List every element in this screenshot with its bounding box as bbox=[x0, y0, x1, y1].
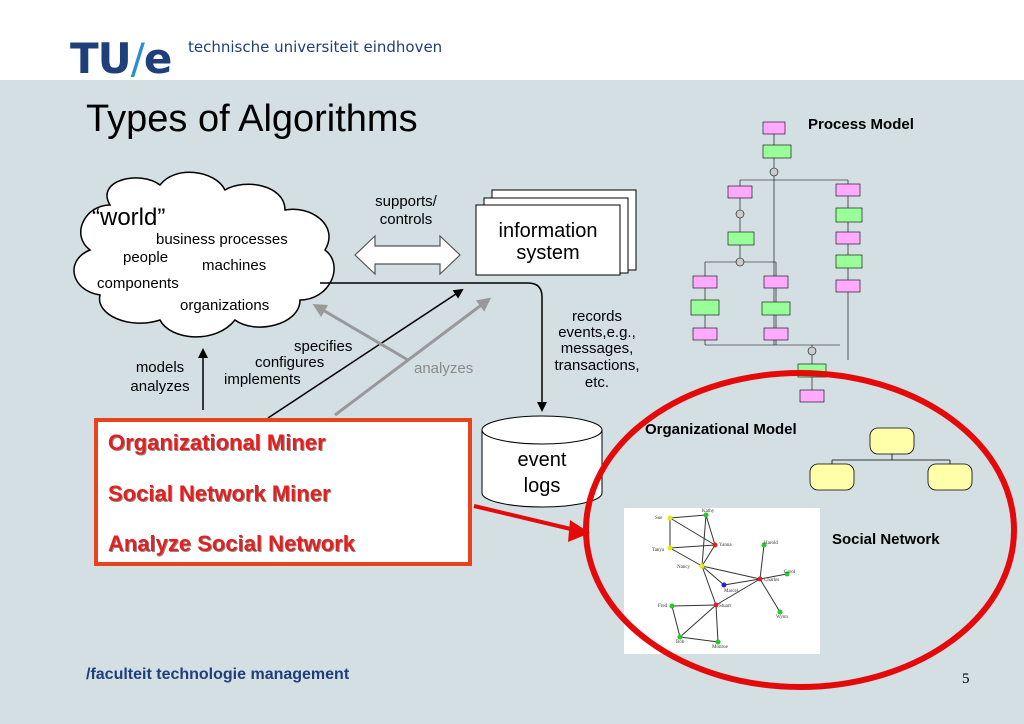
analyze-social-network-label: Analyze Social Network bbox=[108, 531, 355, 556]
tue-logo: TU/e bbox=[70, 34, 172, 83]
information-system-box bbox=[475, 204, 621, 276]
sn-label: Bob bbox=[676, 640, 685, 645]
models-label: models bbox=[135, 359, 185, 376]
records-label: transactions, bbox=[554, 357, 640, 374]
supports-double-arrow bbox=[354, 234, 461, 276]
sn-label: Carol bbox=[784, 570, 796, 575]
highlight-ellipse bbox=[583, 370, 1017, 690]
social-network-label: Social Network bbox=[832, 531, 940, 548]
info-system-label: system bbox=[516, 242, 580, 264]
records-label: records bbox=[571, 308, 623, 325]
sn-label: Kathy bbox=[702, 509, 715, 514]
sn-label: Nancy bbox=[677, 565, 691, 570]
specifies-label: specifies bbox=[294, 338, 353, 355]
analyzes-arrow-1 bbox=[312, 303, 409, 362]
analyzes-grey-label: analyzes bbox=[414, 360, 474, 377]
page-number: 5 bbox=[962, 671, 970, 687]
controls-label: controls bbox=[379, 211, 433, 228]
world-item: organizations bbox=[180, 297, 270, 314]
supports-label: supports/ bbox=[375, 193, 437, 210]
process-model-diagram bbox=[690, 121, 863, 403]
sn-label: Harold bbox=[764, 541, 778, 546]
world-item: components bbox=[97, 275, 179, 292]
sn-label: Tanya bbox=[652, 548, 665, 553]
sn-label: Marcel bbox=[724, 589, 739, 594]
world-item: people bbox=[123, 249, 169, 266]
sn-label: Charles bbox=[764, 578, 779, 583]
social-network-miner-label: Social Network Miner bbox=[108, 481, 331, 506]
event-logs-label: logs bbox=[523, 475, 561, 497]
university-name: technische universiteit eindhoven bbox=[188, 38, 443, 56]
records-arrow bbox=[320, 282, 547, 412]
sn-label: Sue bbox=[655, 516, 663, 521]
social-network-diagram: Sue Kathy Tanya Yanna Nancy Harold Marce… bbox=[624, 508, 820, 654]
world-title: “world” bbox=[92, 204, 166, 231]
miner-to-network-arrow bbox=[473, 504, 576, 532]
sn-label: Stuart bbox=[719, 604, 732, 609]
sn-label: Wynn bbox=[776, 615, 788, 620]
specifies-arrow bbox=[267, 288, 464, 419]
records-label: messages, bbox=[560, 340, 634, 357]
configures-label: configures bbox=[255, 354, 325, 371]
organizational-miner-label: Organizational Miner bbox=[108, 430, 326, 455]
info-system-label: information bbox=[498, 220, 598, 242]
implements-label: implements bbox=[224, 371, 301, 388]
footer-faculty: /faculteit technologie management bbox=[86, 666, 350, 683]
slide-title: Types of Algorithms bbox=[86, 98, 418, 140]
header-bar: TU/e technische universiteit eindhoven bbox=[0, 0, 1024, 83]
org-model-diagram bbox=[809, 427, 973, 491]
sn-label: Monroe bbox=[712, 645, 729, 650]
records-label: events,e.g., bbox=[558, 324, 636, 341]
process-model-label: Process Model bbox=[808, 116, 914, 133]
event-logs-label: event bbox=[517, 449, 567, 471]
event-logs-cylinder bbox=[481, 415, 603, 508]
sn-label: Fred bbox=[658, 604, 668, 609]
world-cloud bbox=[73, 171, 335, 338]
analyzes-label-left: analyzes bbox=[130, 378, 190, 395]
analyzes-arrow-2 bbox=[334, 297, 492, 417]
world-item: business processes bbox=[156, 231, 288, 248]
miner-plugins-box: Organizational Miner Social Network Mine… bbox=[94, 418, 472, 566]
org-model-label: Organizational Model bbox=[645, 421, 797, 438]
world-item: machines bbox=[202, 257, 267, 274]
sn-label: Yanna bbox=[719, 543, 732, 548]
records-label: etc. bbox=[584, 374, 610, 391]
